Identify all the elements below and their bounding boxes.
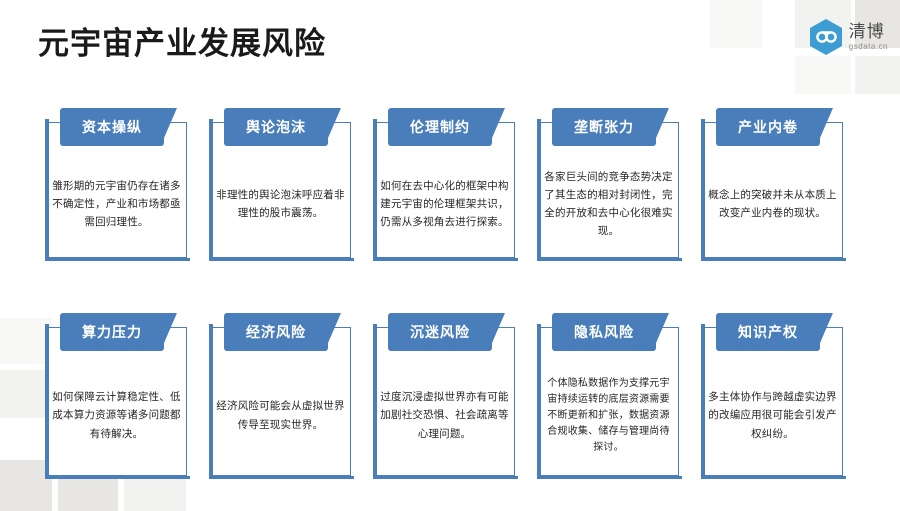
card-accent-bar (373, 324, 377, 479)
card-banner-fold-icon (164, 313, 177, 343)
card-accent-bottom (209, 258, 354, 261)
risk-card[interactable]: 资本操纵 雏形期的元宇宙仍存在诸多不确定性，产业和市场都亟需回归理性。 (42, 108, 190, 261)
card-text: 如何保障云计算稳定性、低成本算力资源等诸多问题都有待解决。 (52, 391, 181, 440)
card-accent-bar (209, 119, 213, 261)
background-cell (855, 56, 900, 94)
card-text: 非理性的舆论泡沫呼应着非理性的股市震荡。 (216, 188, 345, 219)
card-banner-fold-icon (328, 108, 341, 138)
card-banner-fold-icon (492, 108, 505, 138)
card-title: 隐私风险 (574, 324, 634, 340)
card-accent-bar (537, 324, 541, 479)
risk-card-row-2: 算力压力 如何保障云计算稳定性、低成本算力资源等诸多问题都有待解决。 经济风险 … (42, 313, 862, 479)
risk-card[interactable]: 伦理制约 如何在去中心化的框架中构建元宇宙的伦理框架共识，仍需从多视角去进行探索… (370, 108, 518, 261)
card-text: 多主体协作与跨越虚实边界的改编应用很可能会引发产权纠纷。 (708, 391, 837, 440)
card-body: 过度沉浸虚拟世界亦有可能加剧社交恐惧、社会疏离等心理问题。 (380, 363, 509, 468)
card-body: 如何在去中心化的框架中构建元宇宙的伦理框架共识，仍需从多视角去进行探索。 (380, 158, 509, 250)
card-title: 资本操纵 (82, 119, 142, 135)
card-banner: 产业内卷 (716, 108, 820, 146)
card-text: 经济风险可能会从虚拟世界传导至现实世界。 (216, 400, 345, 431)
brand-domain: gsdata.cn (848, 42, 888, 51)
card-title: 伦理制约 (410, 119, 470, 135)
card-banner-fold-icon (492, 313, 505, 343)
background-cell (710, 0, 762, 48)
risk-card[interactable]: 知识产权 多主体协作与跨越虚实边界的改编应用很可能会引发产权纠纷。 (698, 313, 846, 479)
card-text: 各家巨头间的竞争态势决定了其生态的相对封闭性，完全的开放和去中心化很难实现。 (544, 170, 673, 238)
risk-card-row-1: 资本操纵 雏形期的元宇宙仍存在诸多不确定性，产业和市场都亟需回归理性。 舆论泡沫… (42, 108, 862, 261)
card-title: 经济风险 (246, 324, 306, 340)
card-body: 非理性的舆论泡沫呼应着非理性的股市震荡。 (216, 158, 345, 250)
card-banner: 沉迷风险 (388, 313, 492, 351)
card-frame (704, 327, 843, 476)
card-banner: 隐私风险 (552, 313, 656, 351)
card-title: 垄断张力 (574, 119, 634, 135)
card-frame (540, 327, 679, 476)
brand-text: 清博 gsdata.cn (849, 23, 888, 51)
risk-card[interactable]: 算力压力 如何保障云计算稳定性、低成本算力资源等诸多问题都有待解决。 (42, 313, 190, 479)
card-accent-bottom (45, 258, 190, 261)
card-accent-bottom (373, 476, 518, 479)
card-body: 多主体协作与跨越虚实边界的改编应用很可能会引发产权纠纷。 (708, 363, 837, 468)
card-accent-bottom (209, 476, 354, 479)
card-banner-fold-icon (328, 313, 341, 343)
card-text: 如何在去中心化的框架中构建元宇宙的伦理框架共识，仍需从多视角去进行探索。 (380, 179, 509, 229)
risk-card[interactable]: 舆论泡沫 非理性的舆论泡沫呼应着非理性的股市震荡。 (206, 108, 354, 261)
risk-card[interactable]: 产业内卷 概念上的突破并未从本质上改变产业内卷的现状。 (698, 108, 846, 261)
card-text: 雏形期的元宇宙仍存在诸多不确定性，产业和市场都亟需回归理性。 (52, 179, 181, 229)
card-banner-fold-icon (820, 108, 833, 138)
card-text: 概念上的突破并未从本质上改变产业内卷的现状。 (708, 188, 837, 219)
risk-card[interactable]: 隐私风险 个体隐私数据作为支撑元宇宙持续运转的底层资源需要不断更新和扩张，数据资… (534, 313, 682, 479)
brand-name: 清博 (848, 22, 885, 41)
card-banner-fold-icon (820, 313, 833, 343)
card-accent-bar (45, 119, 49, 261)
card-accent-bar (701, 119, 705, 261)
card-banner: 资本操纵 (60, 108, 164, 146)
card-body: 如何保障云计算稳定性、低成本算力资源等诸多问题都有待解决。 (52, 363, 181, 468)
card-banner: 算力压力 (60, 313, 164, 351)
card-accent-bar (45, 324, 49, 479)
card-title: 算力压力 (82, 324, 142, 340)
card-frame (48, 327, 187, 476)
card-banner: 舆论泡沫 (224, 108, 328, 146)
gsdata-hexagon-icon (809, 19, 842, 55)
risk-card[interactable]: 垄断张力 各家巨头间的竞争态势决定了其生态的相对封闭性，完全的开放和去中心化很难… (534, 108, 682, 261)
card-accent-bar (373, 119, 377, 261)
card-body: 概念上的突破并未从本质上改变产业内卷的现状。 (708, 158, 837, 250)
card-frame (212, 327, 351, 476)
card-body: 雏形期的元宇宙仍存在诸多不确定性，产业和市场都亟需回归理性。 (52, 158, 181, 250)
card-banner: 知识产权 (716, 313, 820, 351)
card-text: 过度沉浸虚拟世界亦有可能加剧社交恐惧、社会疏离等心理问题。 (380, 391, 509, 440)
card-banner-fold-icon (656, 108, 669, 138)
card-banner-fold-icon (164, 108, 177, 138)
card-banner: 经济风险 (224, 313, 328, 351)
card-accent-bar (209, 324, 213, 479)
card-body: 个体隐私数据作为支撑元宇宙持续运转的底层资源需要不断更新和扩张，数据资源合规收集… (544, 363, 673, 468)
risk-card[interactable]: 沉迷风险 过度沉浸虚拟世界亦有可能加剧社交恐惧、社会疏离等心理问题。 (370, 313, 518, 479)
card-accent-bottom (537, 476, 682, 479)
card-frame (376, 327, 515, 476)
card-title: 知识产权 (738, 324, 798, 340)
card-banner: 伦理制约 (388, 108, 492, 146)
card-accent-bottom (701, 476, 846, 479)
card-accent-bottom (45, 476, 190, 479)
card-text: 个体隐私数据作为支撑元宇宙持续运转的底层资源需要不断更新和扩张，数据资源合规收集… (547, 377, 670, 453)
card-accent-bottom (373, 258, 518, 261)
card-accent-bottom (537, 258, 682, 261)
card-banner: 垄断张力 (552, 108, 656, 146)
risk-card[interactable]: 经济风险 经济风险可能会从虚拟世界传导至现实世界。 (206, 313, 354, 479)
card-accent-bottom (701, 258, 846, 261)
brand-logo: 清博 gsdata.cn (809, 18, 888, 56)
card-body: 经济风险可能会从虚拟世界传导至现实世界。 (216, 363, 345, 468)
page-title: 元宇宙产业发展风险 (38, 26, 326, 61)
card-title: 舆论泡沫 (246, 119, 306, 135)
card-body: 各家巨头间的竞争态势决定了其生态的相对封闭性，完全的开放和去中心化很难实现。 (544, 158, 673, 250)
card-accent-bar (537, 119, 541, 261)
card-banner-fold-icon (656, 313, 669, 343)
background-cell (795, 56, 851, 94)
card-title: 产业内卷 (738, 119, 798, 135)
card-title: 沉迷风险 (410, 324, 470, 340)
card-accent-bar (701, 324, 705, 479)
